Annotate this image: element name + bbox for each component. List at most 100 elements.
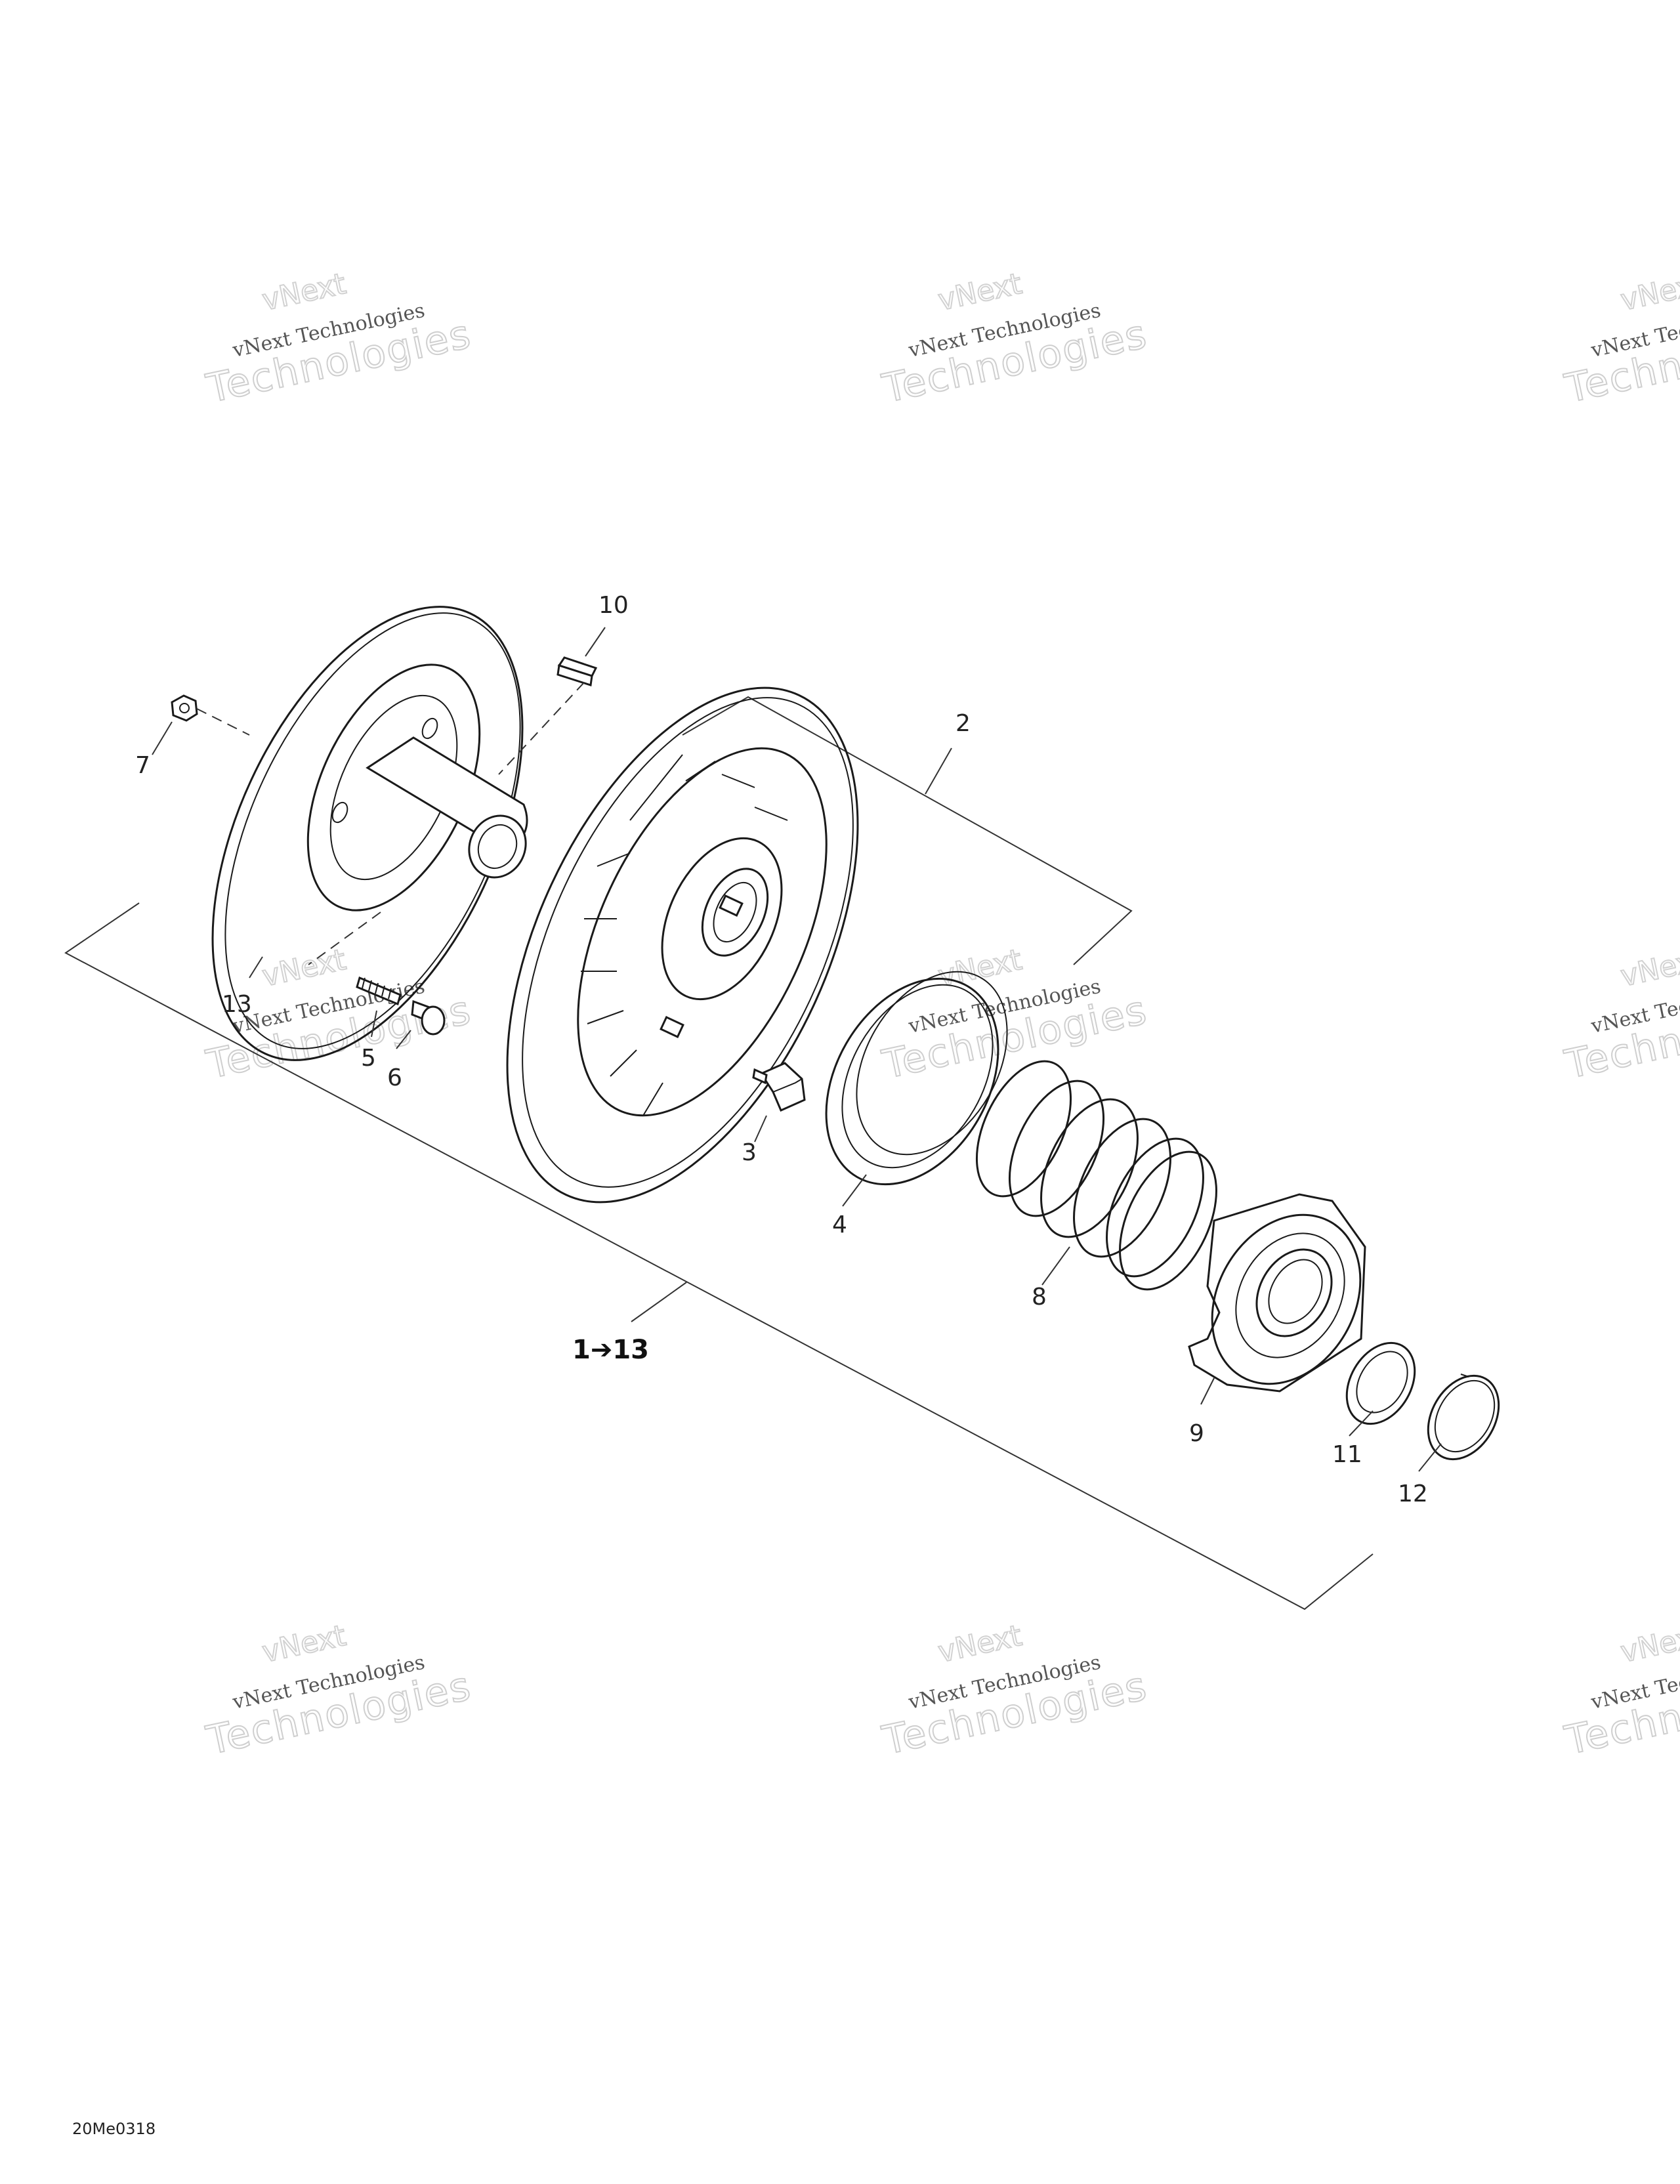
screw-thread — [375, 982, 379, 994]
leader-9 — [1200, 1377, 1215, 1405]
watermark-vnext: vNext — [1618, 267, 1680, 318]
callout-6: 6 — [387, 1064, 402, 1091]
callout-9: 9 — [1189, 1420, 1204, 1447]
leader-3 — [754, 1115, 767, 1143]
callout-1-13: 1➔13 — [572, 1335, 649, 1365]
leader-12 — [1418, 1443, 1442, 1472]
slider-shoe-body — [759, 1062, 806, 1112]
bolt-part-6 — [411, 999, 446, 1036]
cam-part-9 — [1188, 1193, 1366, 1393]
leader-1-13 — [631, 1282, 687, 1322]
spring-coil-end — [1119, 1150, 1217, 1291]
slider-shoe-edge — [772, 1078, 803, 1093]
assembly-line-key — [498, 682, 585, 775]
nut-hex — [171, 694, 198, 722]
leader-5 — [371, 1010, 377, 1038]
watermark: vNext vNext Technologies Technologies — [1560, 266, 1680, 413]
retaining-ring-gap — [1460, 1374, 1469, 1377]
watermark-vnext: vNext — [935, 267, 1024, 318]
screw-thread — [368, 980, 372, 992]
leader-8 — [1041, 1246, 1070, 1286]
callout-13: 13 — [222, 991, 252, 1018]
washer-part-11 — [1345, 1341, 1416, 1425]
callout-10: 10 — [598, 592, 629, 619]
cam-bearing-inner — [1255, 1248, 1333, 1337]
movable-sheave-ribs — [581, 754, 788, 1116]
washer-outer — [1345, 1341, 1416, 1425]
hub-hole — [421, 717, 438, 740]
retaining-ring-inner — [1434, 1379, 1496, 1453]
spring-coil — [1040, 1098, 1139, 1238]
leader-4 — [842, 1174, 867, 1207]
spring-coil — [1008, 1080, 1105, 1217]
movable-sheave-part-2 — [506, 686, 859, 1204]
slider-shoe-pin — [752, 1068, 768, 1085]
leader-6 — [396, 1030, 411, 1049]
cam-ring-part-4 — [825, 971, 1008, 1186]
movable-sheave-outer-rim — [506, 686, 859, 1204]
assembly-bracket-1-13 — [64, 902, 1374, 1610]
watermark: vNext vNext Technologies Technologies — [201, 266, 476, 413]
screw-part-5 — [356, 976, 402, 1006]
spring-coil — [1106, 1137, 1204, 1278]
leader-11 — [1349, 1410, 1374, 1437]
callout-4: 4 — [832, 1211, 847, 1238]
nut-bore — [179, 703, 190, 713]
watermark: vNext vNext Technologies Technologies — [877, 266, 1152, 413]
shaft-end — [468, 814, 527, 879]
leader-7 — [152, 721, 173, 755]
assembly-bracket-2 — [682, 696, 1133, 965]
fixed-sheave-inner-rim — [224, 612, 521, 1049]
retaining-ring-outer — [1427, 1374, 1500, 1461]
watermark-group: vNext vNext Technologies Technologies vN… — [201, 266, 1680, 1765]
watermark-vnext: vNext — [1618, 1619, 1680, 1670]
movable-sheave-hub — [661, 837, 783, 1001]
movable-sheave-bore — [713, 881, 757, 943]
leader-2 — [925, 747, 952, 795]
leader-lines — [152, 627, 1442, 1472]
sheave-tab — [660, 1016, 684, 1038]
assembly-line-screw — [308, 912, 381, 965]
hub-hole — [331, 801, 348, 824]
cam-bore — [1268, 1259, 1323, 1324]
watermark: vNext vNext Technologies Technologies — [877, 942, 1152, 1089]
watermark: vNext vNext Technologies Technologies — [1560, 942, 1680, 1089]
callout-2: 2 — [956, 710, 971, 737]
watermark-vnext: vNext — [259, 267, 348, 318]
leader-13 — [249, 956, 263, 978]
assembly-line-nut — [196, 708, 250, 736]
cam-ring-back-edge — [856, 971, 1008, 1156]
retaining-ring-part-12 — [1427, 1374, 1500, 1461]
fixed-sheave-part-13 — [211, 606, 528, 1061]
watermark: vNext vNext Technologies Technologies — [201, 1618, 476, 1765]
leader-10 — [585, 627, 606, 657]
spring-part-8 — [975, 1060, 1217, 1291]
watermark: vNext vNext Technologies Technologies — [877, 1618, 1152, 1765]
watermark-vnext: vNext — [1618, 943, 1680, 994]
bolt-head — [421, 1005, 446, 1036]
screw-thread — [388, 988, 392, 999]
callout-labels: 10 2 7 13 5 6 3 4 8 9 11 12 1➔13 — [135, 592, 1428, 1507]
cam-bearing-outer — [1235, 1232, 1345, 1358]
watermark-vnext: vNext — [259, 943, 348, 994]
shaft-bore — [477, 824, 518, 870]
nut-part-7 — [171, 694, 198, 722]
callout-12: 12 — [1398, 1480, 1428, 1507]
screw-thread — [362, 977, 366, 989]
cam-ring-inner — [841, 984, 994, 1169]
cam-ring-outer — [825, 977, 999, 1186]
key-part-10 — [556, 656, 598, 686]
screw-thread — [381, 985, 385, 997]
fixed-sheave-outer-rim — [211, 606, 524, 1061]
callout-3: 3 — [742, 1139, 757, 1166]
callout-5: 5 — [361, 1045, 376, 1072]
callout-11: 11 — [1332, 1441, 1362, 1468]
spring-coil — [975, 1060, 1072, 1198]
drawing-code: 20Me0318 — [72, 2120, 156, 2138]
callout-8: 8 — [1032, 1284, 1047, 1311]
movable-sheave-cam-ring — [577, 747, 828, 1117]
movable-sheave-rim-edge — [522, 697, 854, 1188]
slider-shoe-part-3 — [752, 1062, 806, 1112]
washer-inner — [1356, 1351, 1408, 1414]
